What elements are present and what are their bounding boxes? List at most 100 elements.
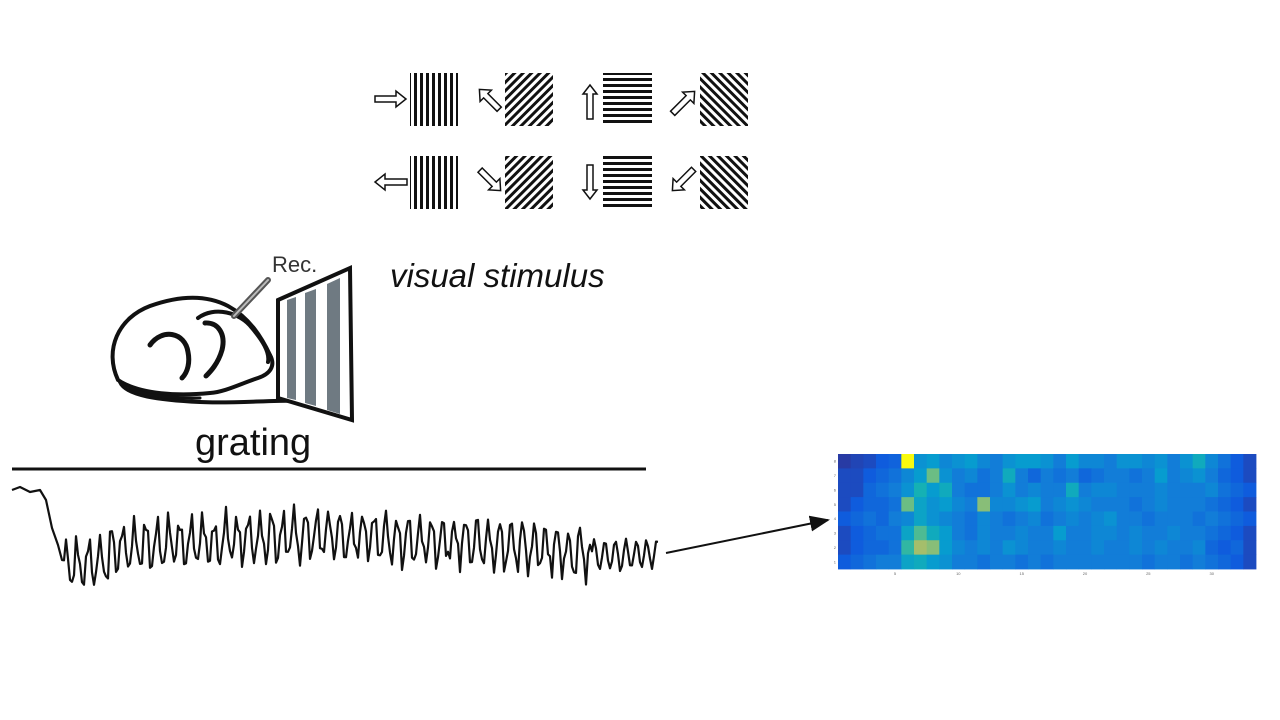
heatmap-cell: [990, 540, 1004, 556]
grating-horizontal: [603, 73, 652, 126]
heatmap-cell: [1192, 482, 1206, 498]
grating-vertical: [410, 73, 458, 126]
heatmap-cell: [888, 497, 902, 512]
heatmap-cell: [990, 454, 1004, 469]
heatmap-cell: [888, 454, 902, 469]
heatmap-cell: [838, 525, 852, 541]
heatmap-cell: [1230, 482, 1244, 498]
heatmap-cell: [1002, 468, 1016, 484]
heatmap-cell: [1015, 497, 1029, 512]
arrow-down-left-icon: [671, 166, 697, 192]
stimulus-top-1: [374, 73, 458, 126]
heatmap-cell: [964, 497, 978, 512]
heatmap-cell: [1066, 554, 1080, 570]
heatmap-cell: [1129, 511, 1143, 527]
heatmap-cell: [1230, 497, 1244, 512]
mouse-tail-tip: [126, 384, 202, 400]
heatmap-cell: [1218, 482, 1232, 498]
heatmap-cell: [1167, 468, 1181, 484]
heatmap-cell: [1129, 525, 1143, 541]
heatmap-cell: [901, 454, 915, 469]
heatmap-cell: [990, 511, 1004, 527]
stimulus-bottom-1: [373, 156, 458, 209]
heatmap-y-tick: 3: [834, 531, 837, 536]
heatmap-cell: [1218, 468, 1232, 484]
stimulus-set: [373, 73, 748, 209]
heatmap-cell: [1028, 554, 1042, 570]
heatmap-cell: [1066, 511, 1080, 527]
heatmap-cell: [1091, 468, 1105, 484]
heatmap-cell: [1192, 468, 1206, 484]
heatmap-cell: [1205, 554, 1219, 570]
heatmap-cell: [952, 454, 966, 469]
heatmap-cell: [1002, 454, 1016, 469]
mouse-head: [196, 309, 271, 364]
heatmap-cell: [838, 454, 852, 469]
heatmap-cell: [1142, 497, 1156, 512]
heatmap-cell: [1129, 554, 1143, 570]
heatmap-cell: [1218, 511, 1232, 527]
heatmap-cell: [939, 468, 953, 484]
stimulus-bottom-2: [476, 156, 553, 209]
heatmap-cell: [1066, 540, 1080, 556]
heatmap-cell: [1040, 511, 1054, 527]
heatmap-y-tick: 2: [834, 545, 837, 550]
heatmap-cell: [1154, 540, 1168, 556]
heatmap-cell: [901, 511, 915, 527]
heatmap-cell: [863, 497, 877, 512]
heatmap-cell: [863, 540, 877, 556]
heatmap-cell: [939, 525, 953, 541]
heatmap-cell: [863, 511, 877, 527]
heatmap-cell: [1167, 497, 1181, 512]
heatmap-cell: [914, 468, 928, 484]
heatmap-cell: [1230, 511, 1244, 527]
heatmap-cell: [1167, 540, 1181, 556]
heatmap-cell: [1230, 554, 1244, 570]
mouse-ear: [147, 331, 192, 381]
heatmap-cell: [1142, 482, 1156, 498]
heatmap-cell: [1129, 497, 1143, 512]
heatmap-cell: [1142, 525, 1156, 541]
heatmap-cell: [1243, 454, 1257, 469]
heatmap-cell: [990, 554, 1004, 570]
heatmap-cell: [1142, 554, 1156, 570]
heatmap-cell: [901, 482, 915, 498]
grating-vertical: [410, 156, 458, 209]
heatmap-cell: [1015, 511, 1029, 527]
heatmap-cell: [1116, 497, 1130, 512]
neural-trace: [11, 485, 659, 586]
heatmap-cell: [1053, 482, 1067, 498]
heatmap-cell: [1129, 482, 1143, 498]
heatmap-cell: [1180, 554, 1194, 570]
heatmap-cell: [1002, 497, 1016, 512]
heatmap-cell: [1180, 511, 1194, 527]
heatmap-cell: [1015, 454, 1029, 469]
heatmap-cell: [1218, 525, 1232, 541]
heatmap-cell: [1167, 525, 1181, 541]
heatmap-cell: [888, 554, 902, 570]
heatmap-cell: [838, 540, 852, 556]
heatmap-cell: [939, 497, 953, 512]
heatmap-cell: [939, 554, 953, 570]
rec-label: Rec.: [272, 252, 317, 277]
heatmap-cell: [964, 540, 978, 556]
heatmap-x-tick: 10: [956, 571, 961, 576]
heatmap-cell: [1129, 454, 1143, 469]
heatmap-cell: [1078, 468, 1092, 484]
heatmap-cell: [990, 468, 1004, 484]
heatmap-cell: [1015, 482, 1029, 498]
heatmap-cell: [1028, 525, 1042, 541]
heatmap-cell: [1040, 497, 1054, 512]
heatmap-cell: [1028, 497, 1042, 512]
heatmap-cell: [926, 511, 940, 527]
heatmap-cell: [901, 554, 915, 570]
heatmap-cell: [977, 511, 991, 527]
heatmap-cell: [1142, 468, 1156, 484]
heatmap-cell: [1091, 525, 1105, 541]
heatmap-cell: [1053, 540, 1067, 556]
stimulus-bottom-3: [581, 156, 652, 209]
heatmap-cell: [1040, 525, 1054, 541]
heatmap-cell: [1243, 511, 1257, 527]
heatmap-cell: [1053, 454, 1067, 469]
heatmap-cell: [1167, 511, 1181, 527]
